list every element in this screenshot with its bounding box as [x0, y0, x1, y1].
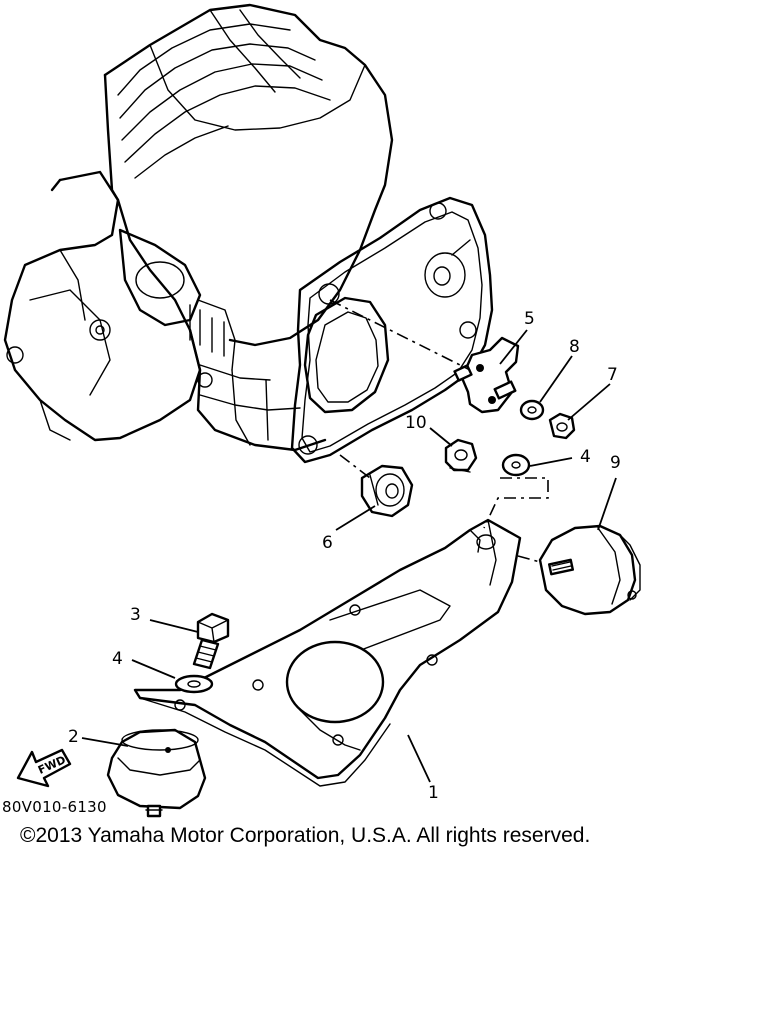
part-9-engine-mount — [538, 524, 641, 616]
callout-6: 6 — [322, 533, 333, 553]
part-5-damper-bracket — [453, 336, 520, 414]
forward-arrow-icon: FWD — [16, 748, 72, 788]
part-8-washer — [519, 399, 545, 421]
part-4-washer-upper — [501, 453, 531, 477]
part-10-flange-nut — [444, 438, 478, 473]
part-3-bolt — [192, 612, 230, 670]
callout-8: 8 — [569, 337, 580, 357]
assembly-lines — [329, 299, 549, 563]
callout-10: 10 — [405, 413, 427, 433]
callout-5: 5 — [524, 309, 535, 329]
part-4-washer-lower — [174, 674, 214, 694]
copyright-notice: ©2013 Yamaha Motor Corporation, U.S.A. A… — [20, 824, 591, 847]
callout-2: 2 — [68, 727, 79, 747]
callout-4a: 4 — [112, 649, 123, 669]
callout-9: 9 — [610, 453, 621, 473]
part-6-bushing — [360, 464, 414, 518]
diagram-code: 80V010-6130 — [2, 798, 107, 816]
part-1-engine-plate — [133, 518, 522, 787]
callout-4b: 4 — [580, 447, 591, 467]
callout-7: 7 — [607, 365, 618, 385]
leader-lines — [81, 329, 617, 783]
engine-crankcase — [3, 3, 394, 452]
callout-1: 1 — [428, 783, 439, 803]
callouts: 5 8 7 10 4 9 6 3 4 2 1 — [68, 309, 621, 803]
side-cover-gasket — [290, 196, 494, 464]
callout-3: 3 — [130, 605, 141, 625]
part-2-rubber-mount — [106, 728, 207, 818]
